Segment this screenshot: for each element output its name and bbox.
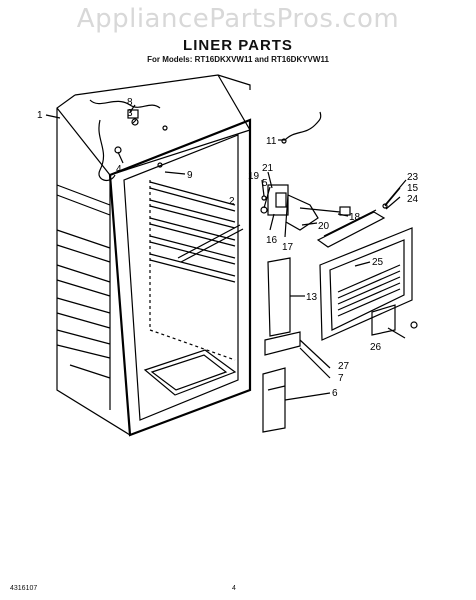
models-subtitle: For Models: RT16DKXVW11 and RT16DKYVW11 [147, 55, 329, 64]
callout-15: 15 [407, 183, 419, 194]
callout-13: 13 [306, 292, 318, 303]
callout-20: 20 [318, 221, 330, 232]
callout-19: 19 [248, 171, 260, 182]
callout-26: 26 [370, 342, 382, 353]
callout-8: 8 [127, 97, 133, 108]
callout-1: 1 [37, 110, 43, 121]
drain-tube [177, 224, 244, 263]
callout-6: 6 [332, 388, 338, 399]
callout-7: 7 [338, 373, 344, 384]
callout-4: 4 [116, 164, 122, 175]
callout-27: 27 [338, 361, 350, 372]
leader-lines [45, 104, 407, 401]
callout-18: 18 [349, 212, 361, 223]
callout-16: 16 [266, 235, 278, 246]
watermark: AppliancePartsPros.com [76, 4, 400, 34]
callout-17: 17 [282, 242, 294, 253]
callout-5: 5 [262, 178, 268, 189]
wire-harness [281, 111, 322, 144]
air-duct-panel [262, 257, 301, 433]
callout-21: 21 [262, 163, 274, 174]
callout-3: 3 [127, 108, 133, 119]
document-number: 4316107 [10, 585, 38, 592]
page-title: LINER PARTS [183, 37, 293, 54]
control-panel-plate [319, 227, 418, 341]
callout-24: 24 [407, 194, 419, 205]
callout-11: 11 [266, 136, 277, 147]
callout-2: 2 [229, 196, 235, 207]
control-assembly [260, 184, 388, 248]
callout-25: 25 [372, 257, 384, 268]
callout-9: 9 [187, 170, 193, 181]
callout-23: 23 [407, 172, 419, 183]
page-number: 4 [232, 585, 236, 592]
callout-numbers: 1 8 3 4 9 11 21 19 5 23 15 24 18 20 2 16… [37, 97, 419, 399]
liner-cabinet [56, 74, 252, 437]
